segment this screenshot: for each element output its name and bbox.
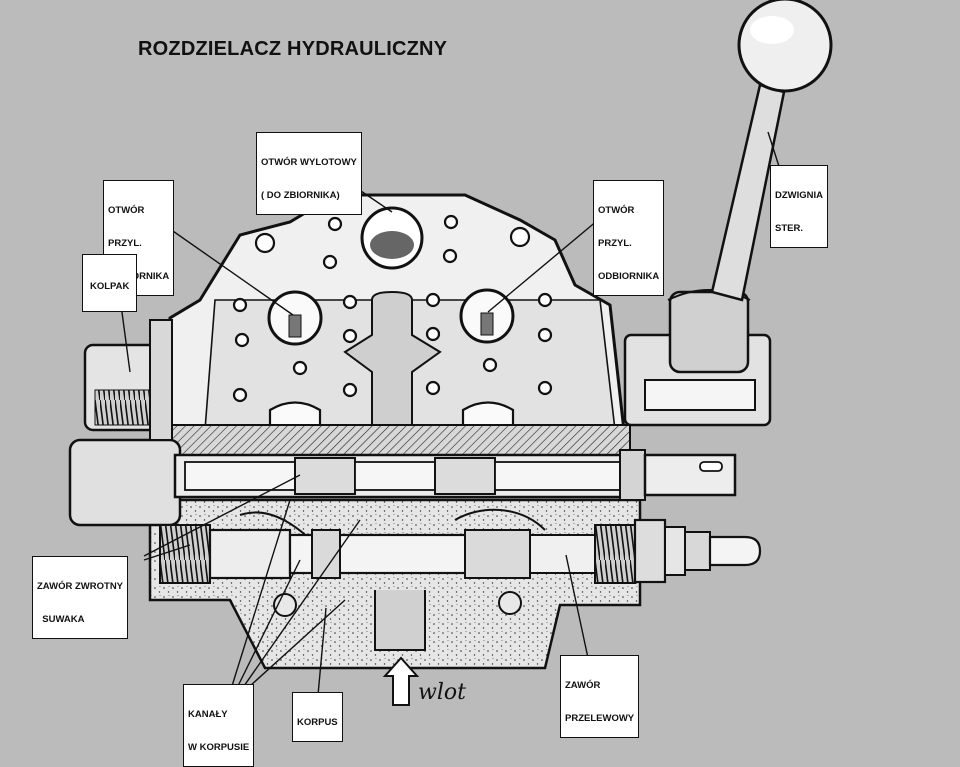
label-port-right-line2: PRZYL.	[598, 238, 632, 249]
label-lever: DZWIGNIA STER.	[770, 165, 829, 248]
label-outlet: OTWÓR WYLOTOWY ( DO ZBIORNIKA)	[256, 132, 362, 215]
label-check-valve: ZAWÓR ZWROTNY SUWAKA	[32, 556, 129, 639]
label-body-line1: KORPUS	[297, 717, 338, 728]
label-port-right-line3: ODBIORNIKA	[598, 271, 660, 282]
label-cap-line1: KOLPAK	[90, 281, 130, 292]
control-spool	[173, 449, 737, 501]
inlet-label: wlot	[418, 680, 466, 705]
diagram-title: ROZDZIELACZ HYDRAULICZNY	[138, 38, 448, 60]
label-channels-line2: W KORPUSIE	[188, 742, 250, 753]
label-port-right: OTWÓR PRZYL. ODBIORNIKA	[593, 180, 665, 296]
inlet-arrow	[382, 656, 420, 706]
label-channels-line1: KANAŁY	[188, 709, 228, 720]
label-port-left-line1: OTWÓR	[108, 205, 145, 216]
hydraulic-valve-illustration	[68, 0, 833, 706]
label-port-left-line2: PRZYL.	[108, 238, 142, 249]
label-port-left-line3: ODBIORNIKA	[108, 271, 170, 282]
valve-body-lower	[148, 498, 642, 670]
label-relief-valve-line1: ZAWÓR	[565, 680, 601, 691]
label-check-valve-line2: SUWAKA	[37, 614, 85, 625]
label-relief-valve-line2: PRZELEWOWY	[565, 713, 635, 724]
lever-assembly	[623, 0, 833, 427]
label-cap: KOLPAK	[82, 254, 138, 312]
label-port-right-line1: OTWÓR	[598, 205, 635, 216]
relief-spool	[159, 518, 762, 584]
label-channels: KANAŁY W KORPUSIE	[183, 684, 255, 767]
label-outlet-line2: ( DO ZBIORNIKA)	[261, 190, 340, 201]
cap-assembly	[68, 319, 182, 527]
valve-top-plate	[168, 193, 627, 442]
label-check-valve-line1: ZAWÓR ZWROTNY	[37, 581, 124, 592]
label-lever-line1: DZWIGNIA	[775, 190, 824, 201]
label-outlet-line1: OTWÓR WYLOTOWY	[261, 157, 357, 168]
label-body: KORPUS	[292, 692, 343, 742]
label-relief-valve: ZAWÓR PRZELEWOWY	[560, 655, 640, 738]
label-lever-line2: STER.	[775, 223, 803, 234]
